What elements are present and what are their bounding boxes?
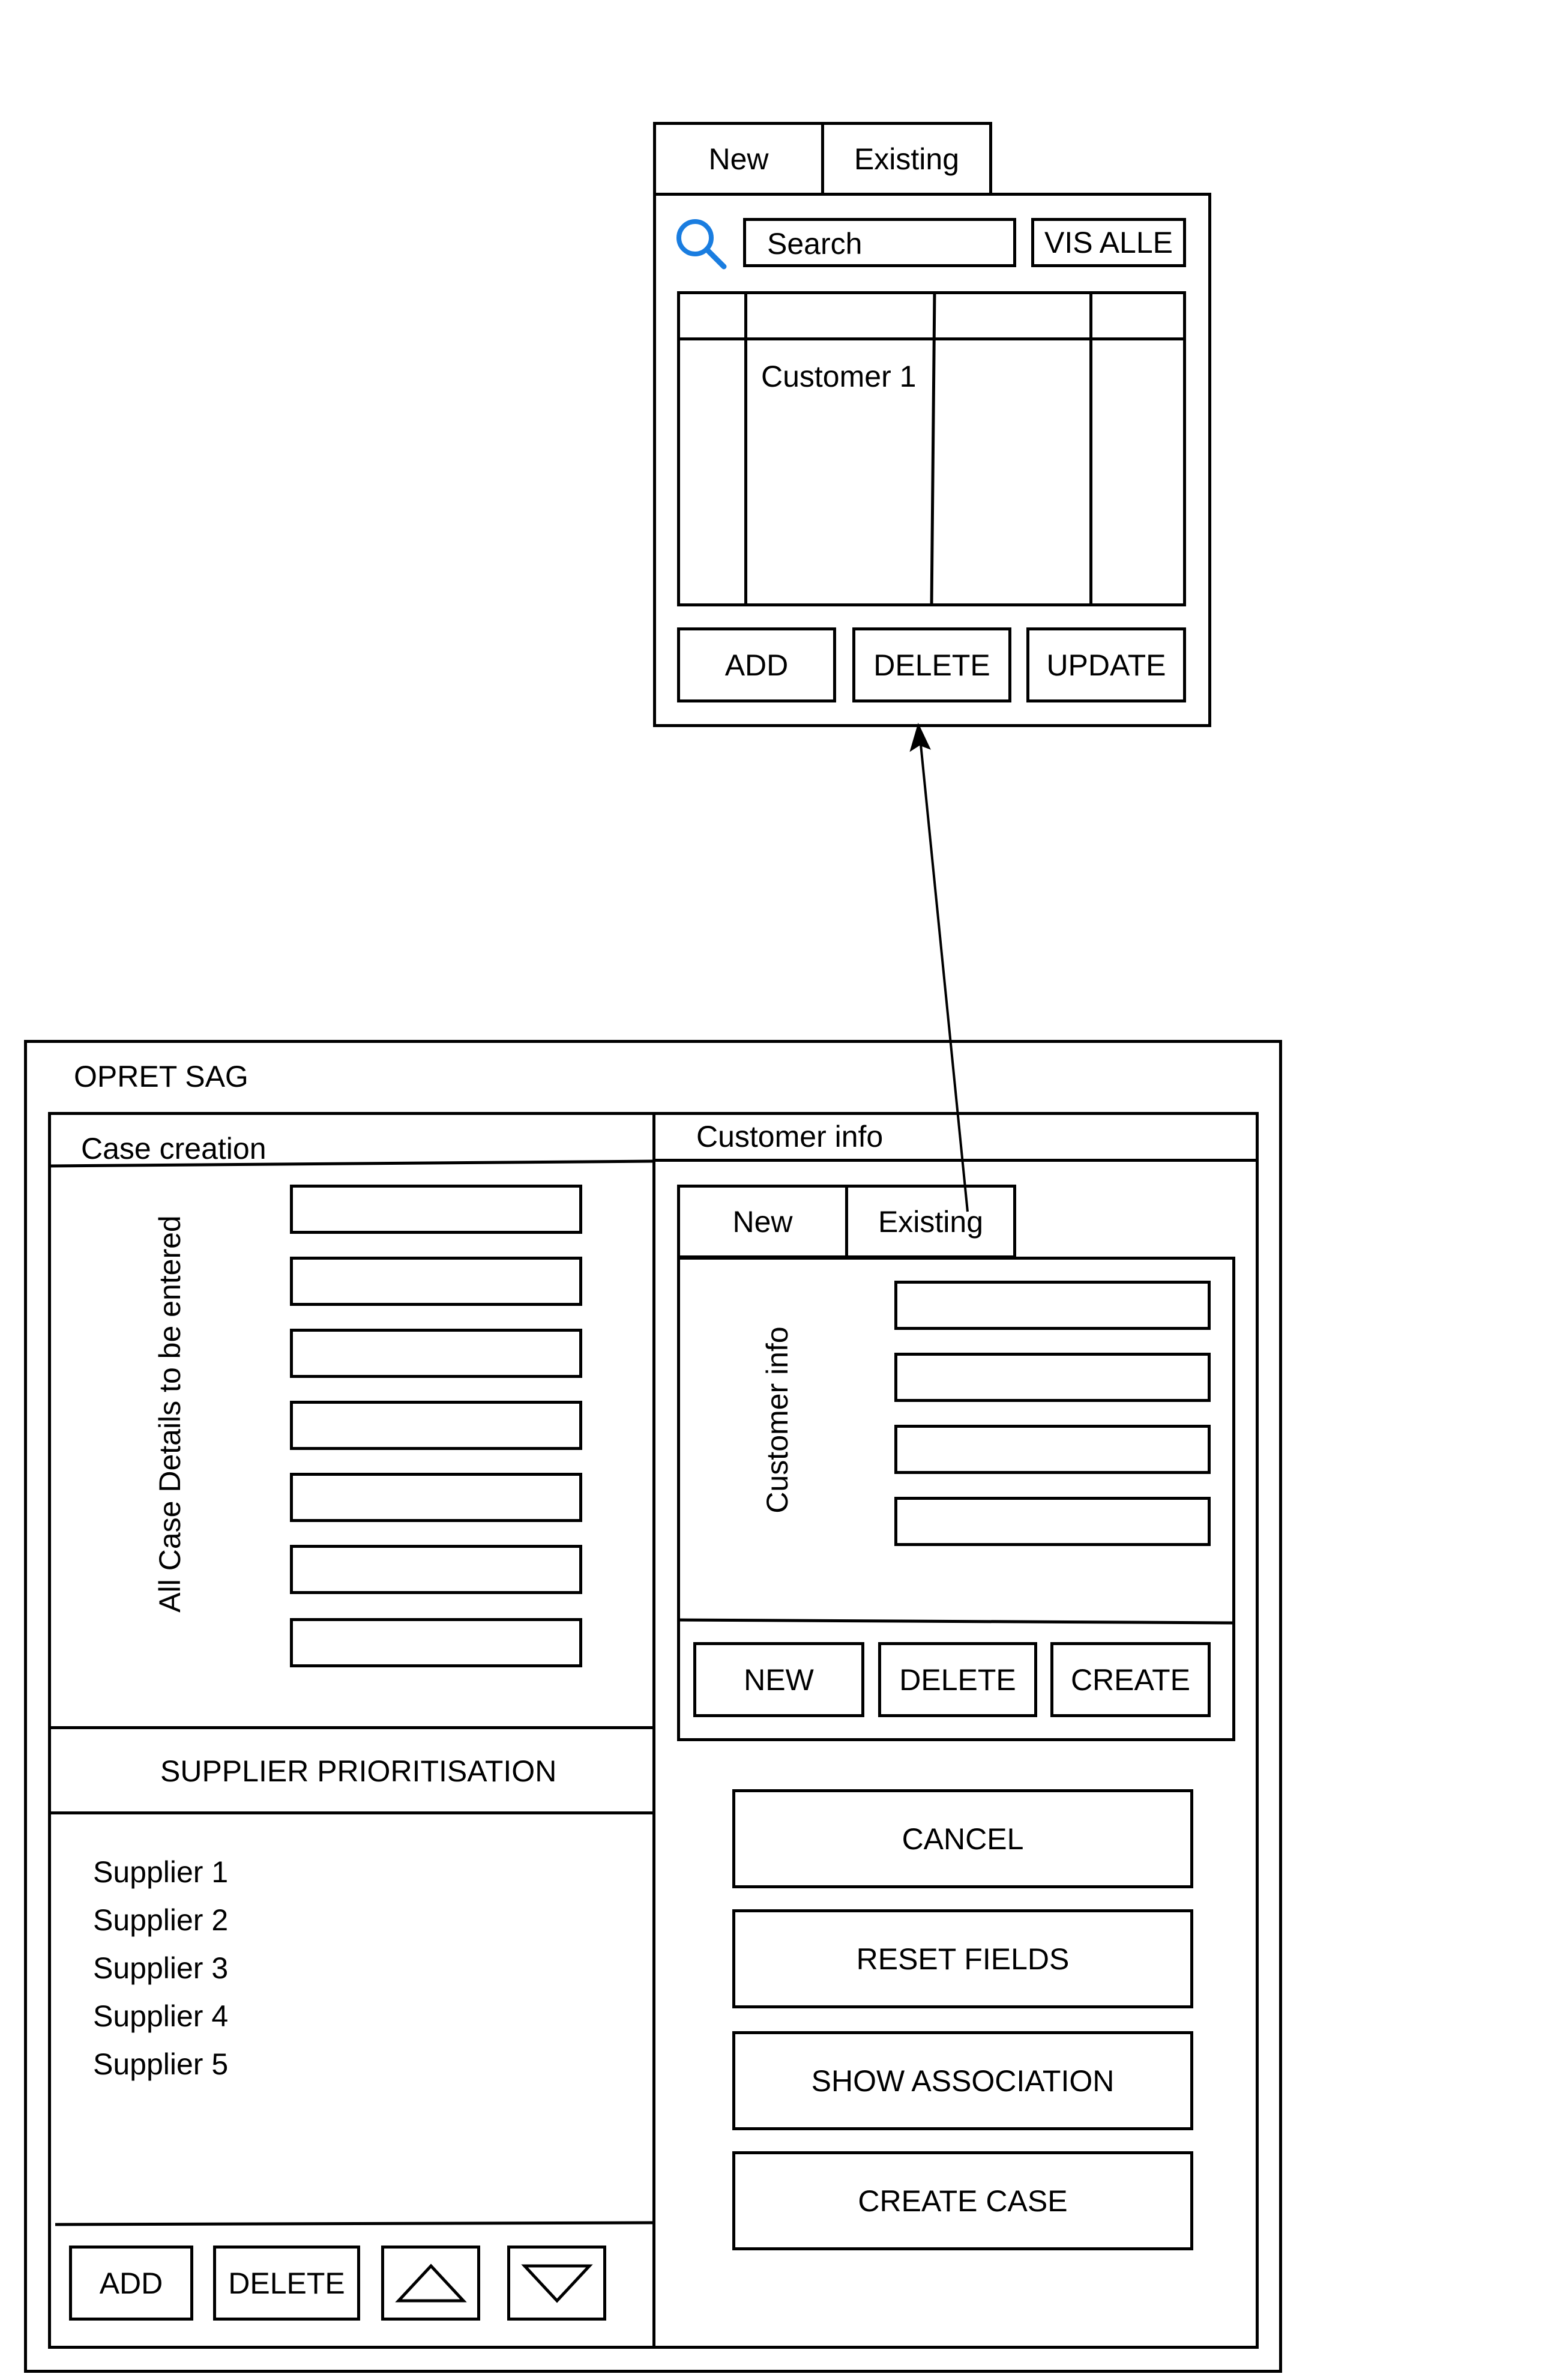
popup-tab-existing[interactable]: Existing [821, 122, 992, 196]
customer-info-panel [677, 1257, 1235, 1741]
case-field-5[interactable] [290, 1473, 582, 1522]
popup-panel [653, 193, 1211, 727]
show-association-button[interactable]: SHOW ASSOCIATION [732, 2031, 1193, 2130]
case-creation-title: Case creation [81, 1132, 267, 1165]
case-details-vertical-label: All Case Details to be entered [153, 1215, 187, 1613]
triangle-down-icon [520, 2264, 593, 2303]
supplier-prioritisation-title: SUPPLIER PRIORITISATION [160, 1754, 557, 1788]
popup-add-button[interactable]: ADD [677, 627, 836, 702]
table-row[interactable]: Customer 1 [746, 340, 932, 412]
column-divider [652, 1112, 655, 2349]
move-up-button[interactable] [381, 2246, 480, 2321]
list-item[interactable]: Supplier 1 [93, 1857, 228, 1887]
table-col-divider-3 [1089, 291, 1092, 606]
supplier-delete-button[interactable]: DELETE [213, 2246, 360, 2321]
customer-field-1[interactable] [894, 1281, 1211, 1330]
customer-field-4[interactable] [894, 1497, 1211, 1546]
list-item[interactable]: Supplier 2 [93, 1905, 228, 1935]
case-field-2[interactable] [290, 1257, 582, 1306]
popup-search-input[interactable]: Search [743, 218, 1016, 267]
case-field-6[interactable] [290, 1545, 582, 1594]
supplier-name: Supplier 1 [93, 1855, 229, 1889]
case-field-7[interactable] [290, 1618, 582, 1667]
customer-info-header-line [652, 1159, 1259, 1162]
customer-tab-new[interactable]: New [677, 1185, 848, 1258]
table-col-divider-1 [744, 291, 747, 606]
customer-info-vertical-label: Customer info [760, 1326, 794, 1514]
triangle-up-icon [394, 2263, 467, 2302]
search-placeholder: Search [767, 227, 863, 261]
customer-info-title: Customer info [696, 1120, 884, 1153]
case-field-3[interactable] [290, 1329, 582, 1378]
arrowhead [909, 722, 931, 752]
customer-tab-existing[interactable]: Existing [845, 1185, 1016, 1258]
main-window [24, 1040, 1282, 2373]
popup-tab-new[interactable]: New [653, 122, 824, 196]
show-all-button[interactable]: VIS ALLE [1031, 218, 1186, 267]
reset-fields-button[interactable]: RESET FIELDS [732, 1909, 1193, 2008]
window-title: OPRET SAG [74, 1060, 248, 1093]
list-item[interactable]: Supplier 4 [93, 2001, 228, 2031]
cancel-button[interactable]: CANCEL [732, 1789, 1193, 1888]
case-field-4[interactable] [290, 1401, 582, 1450]
customer-create-button[interactable]: CREATE [1050, 1642, 1211, 1717]
move-down-button[interactable] [507, 2246, 606, 2321]
search-icon[interactable] [673, 216, 727, 270]
customer-new-button[interactable]: NEW [693, 1642, 864, 1717]
supplier-name: Supplier 3 [93, 1951, 229, 1985]
supplier-name: Supplier 4 [93, 1999, 229, 2033]
customer-field-2[interactable] [894, 1353, 1211, 1402]
supplier-name: Supplier 2 [93, 1903, 229, 1937]
customer-field-3[interactable] [894, 1425, 1211, 1474]
supplier-header-bottom [48, 1811, 654, 1814]
case-field-1[interactable] [290, 1185, 582, 1234]
table-cell-customer-name: Customer 1 [761, 360, 917, 393]
customer-delete-button[interactable]: DELETE [878, 1642, 1037, 1717]
popup-delete-button[interactable]: DELETE [852, 627, 1011, 702]
list-item[interactable]: Supplier 3 [93, 1953, 228, 1983]
supplier-name: Supplier 5 [93, 2047, 229, 2081]
supplier-section-top [48, 1726, 654, 1729]
popup-update-button[interactable]: UPDATE [1026, 627, 1186, 702]
list-item[interactable]: Supplier 5 [93, 2049, 228, 2079]
supplier-add-button[interactable]: ADD [69, 2246, 193, 2321]
create-case-button[interactable]: CREATE CASE [732, 2151, 1193, 2250]
